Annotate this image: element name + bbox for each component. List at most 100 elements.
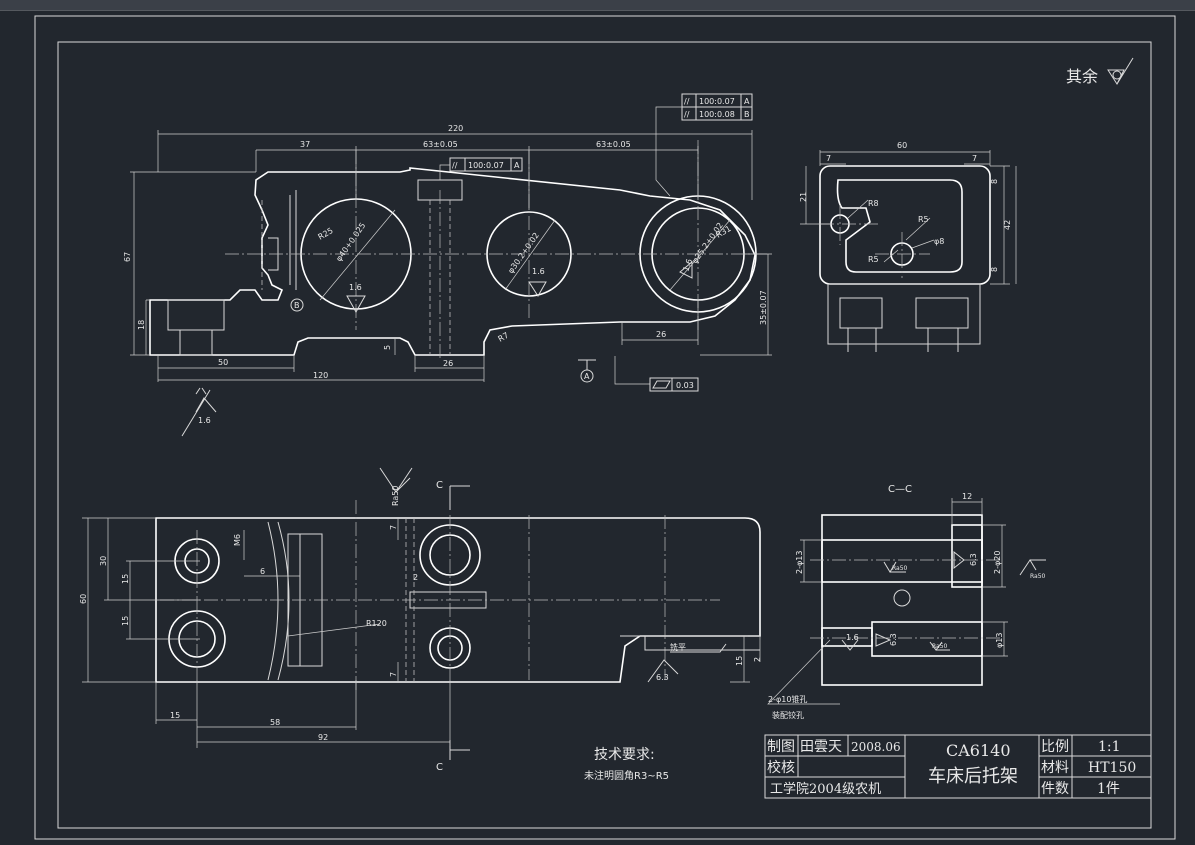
section-pin-hole: [893, 589, 911, 607]
cad-drawing-svg: 其余 φ40+0.025 φ30.2+0.02 φ25.2+0.02 R25: [34, 15, 1176, 840]
datum-a-circle: [580, 369, 594, 383]
datum-a: A: [584, 372, 590, 381]
outer-frame: [34, 15, 1176, 840]
sec-dim-20: 2-φ20: [993, 551, 1002, 574]
sec-rough-r: Ra50: [1030, 573, 1046, 580]
bore-left-leader: [319, 209, 396, 301]
rough-bot: 6.3: [656, 673, 669, 682]
tech-title: 技术要求:: [594, 747, 655, 763]
tech-requirements: 技术要求: 未注明圆角R3~R5: [584, 747, 669, 782]
top-dim-r120: R120: [366, 619, 387, 628]
sec-rough-in: Ra50: [892, 565, 908, 572]
top-dim-side15: 15: [735, 656, 744, 666]
tb-school: 工学院2004级农机: [770, 781, 881, 797]
dim-26r-lines: [621, 300, 699, 345]
roughness-circle-icon: [1112, 70, 1122, 80]
tb-draw-label: 制图: [767, 739, 795, 755]
top-curved-face: [267, 521, 290, 681]
side-dim-7r: 7: [972, 154, 977, 163]
top-dim-2: 2: [413, 573, 418, 582]
dim-26: 26: [443, 359, 453, 368]
bore-middle-leader: [504, 219, 556, 291]
roughness-symbol-icon: [1107, 57, 1134, 86]
front-body-outline: [149, 167, 756, 356]
gdt-leader-1: [655, 106, 682, 197]
top-dim-m6: M6: [233, 534, 242, 546]
top-dim-6: 6: [260, 567, 265, 576]
gdt-frame-2: // 100:0.08 B: [681, 106, 753, 121]
tb-check-label: 校核: [767, 759, 795, 776]
cad-drawing-canvas[interactable]: 其余 φ40+0.025 φ30.2+0.02 φ25.2+0.02 R25: [0, 10, 1195, 841]
tb-material-label: 材料: [1041, 760, 1069, 776]
section-view: C—C 12 2-φ13 2-φ20 6.3 Ra50 Ra50 1.6 6.3…: [767, 484, 1046, 720]
top-dim-60: 60: [79, 594, 88, 604]
side-r5a: R5: [918, 215, 929, 224]
bore-right-dim: φ25.2+0.02: [690, 221, 725, 265]
side-outer: [819, 165, 991, 285]
side-view: 60 7 7 21 42 8 8 R8 R5 R5 φ8: [799, 141, 1017, 352]
side-r5b: R5: [868, 255, 879, 264]
radius-left-dim: R25: [317, 226, 335, 242]
base-roughness-icon: [181, 389, 217, 437]
sec-dim-13b: φ13: [995, 633, 1004, 648]
top-mid-slot: [409, 591, 487, 609]
general-roughness-note: 其余: [1066, 57, 1134, 86]
side-dim-42: 42: [1003, 220, 1012, 230]
top-dim-15b: 15: [121, 616, 130, 626]
tb-scale: 1:1: [1098, 739, 1121, 755]
tb-qty: 1件: [1097, 781, 1120, 797]
datum-a-line: [578, 359, 596, 370]
cut-plane-lines: [449, 485, 470, 760]
flatness-leader: [614, 356, 650, 385]
sec-rough-l: 1.6: [846, 633, 859, 642]
dim-120: 120: [313, 371, 328, 380]
gdt-2-ref: B: [744, 110, 750, 119]
gdt-frame-1: // 100:0.07 A: [681, 93, 753, 108]
dim-63b: 63±0.05: [596, 140, 631, 149]
side-phi8: φ8: [934, 237, 944, 246]
sec-dim-63: 6.3: [969, 553, 978, 566]
side-dim-60: 60: [897, 141, 907, 150]
side-inner-pocket: [836, 179, 963, 273]
datum-b-circle: [290, 298, 304, 312]
dim-50: 50: [218, 358, 228, 367]
dim-35-lines: [700, 253, 772, 356]
middle-hidden: [429, 200, 451, 355]
tb-date: 2008.06: [851, 740, 901, 754]
flatness-frame: [649, 377, 699, 392]
side-r8: R8: [868, 199, 879, 208]
gdt-1-sym: //: [684, 97, 690, 106]
radius-small-dim: R7: [497, 331, 511, 344]
bore-left-dim: φ40+0.025: [334, 221, 367, 263]
dim-63a: 63±0.05: [423, 140, 458, 149]
gdt-leader-3: [439, 164, 450, 180]
base-foot: [179, 329, 213, 356]
rough-2: 1.6: [532, 267, 545, 276]
gdt-3-ref: A: [514, 161, 520, 170]
side-centers: [820, 205, 930, 278]
section-hole-upper: [821, 539, 983, 583]
roughness-note-text: 其余: [1066, 67, 1098, 86]
rough-top-icon: [379, 467, 413, 493]
tech-item: 未注明圆角R3~R5: [584, 769, 669, 782]
side-base-boss-l: [839, 297, 883, 329]
dim-pitch-lines: [255, 146, 699, 210]
top-outline: [155, 517, 761, 683]
base-block: [167, 299, 225, 331]
gdt-1-ref: A: [744, 97, 750, 106]
top-dim-15: 15: [170, 711, 180, 720]
sec-rough-r-icon: [1019, 559, 1046, 576]
front-view: φ40+0.025 φ30.2+0.02 φ25.2+0.02 R25 R31 …: [123, 93, 772, 437]
top-vertical-centers: [196, 500, 666, 690]
side-dim-60-lines: [819, 150, 991, 166]
dim-37: 37: [300, 140, 310, 149]
sec-note-leader: [767, 639, 840, 705]
bore-right-leader: [669, 219, 731, 291]
gdt-2-val: 100:0.08: [699, 110, 735, 119]
dim-5: 5: [383, 345, 392, 350]
cut-top: C: [436, 480, 443, 491]
top-dim-side2: 2: [753, 657, 762, 662]
top-dim-15a: 15: [121, 574, 130, 584]
top-view: C C 60 30 15 15 M6 6 7 7 2 R120 Ra50 15 …: [79, 467, 762, 773]
gdt-1-val: 100:0.07: [699, 97, 735, 106]
